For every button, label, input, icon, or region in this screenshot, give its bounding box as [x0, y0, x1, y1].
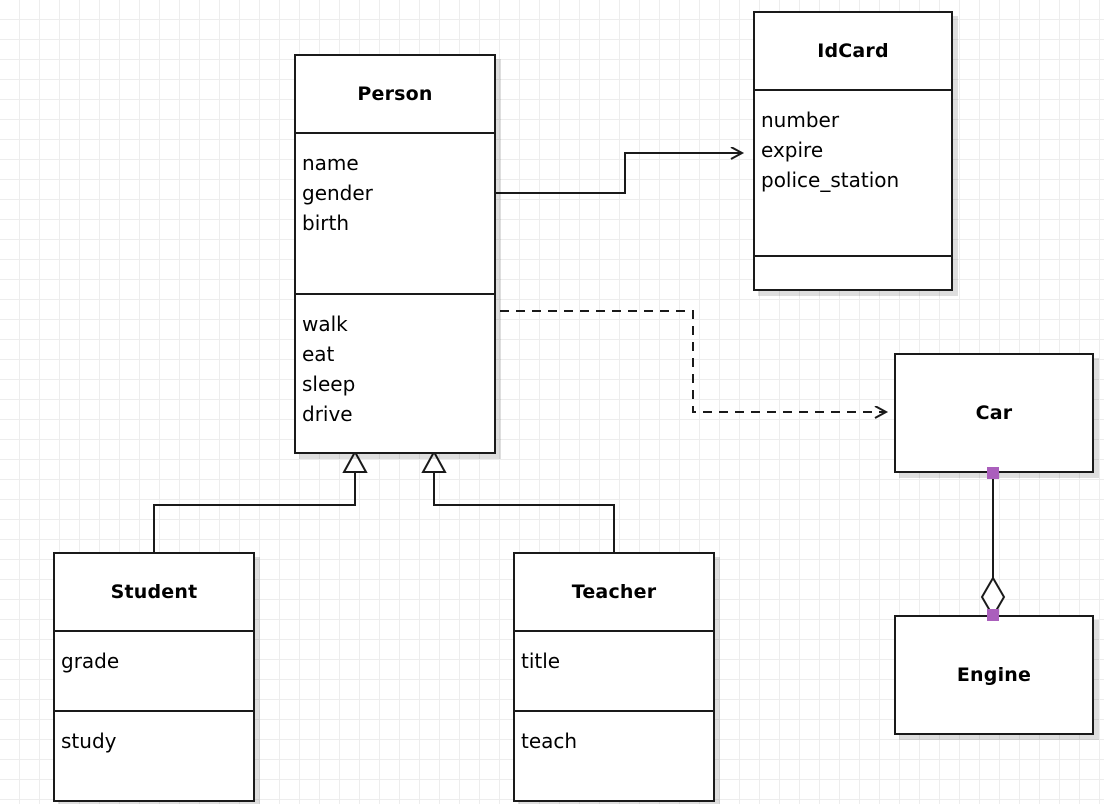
class-person-attributes: name gender birth: [296, 132, 494, 293]
class-idcard-name: IdCard: [817, 40, 889, 62]
attribute-item: police_station: [761, 168, 900, 192]
class-person-name: Person: [357, 83, 433, 105]
class-teacher[interactable]: Teacher title teach: [513, 552, 715, 802]
attribute-item: title: [521, 649, 561, 673]
operation-item: drive: [302, 402, 353, 426]
selection-handle-engine-end[interactable]: [987, 609, 999, 621]
aggregation-car-engine[interactable]: [980, 473, 1006, 618]
operation-item: sleep: [302, 372, 356, 396]
operation-item: walk: [302, 312, 348, 336]
attribute-item: name: [302, 151, 359, 175]
dependency-person-car[interactable]: [500, 310, 886, 412]
attribute-item: grade: [61, 649, 120, 673]
class-car[interactable]: Car: [894, 353, 1094, 473]
class-student-attributes: grade: [55, 630, 253, 710]
class-teacher-name: Teacher: [571, 581, 657, 603]
operation-item: study: [61, 729, 117, 753]
selection-handle-car-end[interactable]: [987, 467, 999, 479]
class-student[interactable]: Student grade study: [53, 552, 255, 802]
class-teacher-operations: teach: [515, 710, 713, 800]
class-person[interactable]: Person name gender birth walk eat sleep …: [294, 54, 496, 454]
attribute-item: number: [761, 108, 840, 132]
operation-item: teach: [521, 729, 578, 753]
attribute-item: gender: [302, 181, 373, 205]
operation-item: eat: [302, 342, 335, 366]
class-car-name: Car: [975, 402, 1013, 424]
class-student-operations: study: [55, 710, 253, 800]
hollow-triangle-icon: [342, 449, 368, 473]
generalization-student-person[interactable]: [153, 449, 368, 552]
class-teacher-attributes: title: [515, 630, 713, 710]
class-idcard-attributes: number expire police_station: [755, 89, 951, 255]
class-person-operations: walk eat sleep drive: [296, 293, 494, 452]
class-engine-name: Engine: [956, 664, 1032, 686]
generalization-teacher-person[interactable]: [421, 449, 615, 552]
attribute-item: expire: [761, 138, 824, 162]
attribute-item: birth: [302, 211, 349, 235]
class-idcard-operations: [755, 255, 951, 289]
class-student-name: Student: [110, 581, 198, 603]
class-idcard[interactable]: IdCard number expire police_station: [753, 11, 953, 291]
association-person-idcard[interactable]: [496, 153, 742, 194]
class-engine[interactable]: Engine: [894, 615, 1094, 735]
hollow-triangle-icon: [421, 449, 447, 473]
